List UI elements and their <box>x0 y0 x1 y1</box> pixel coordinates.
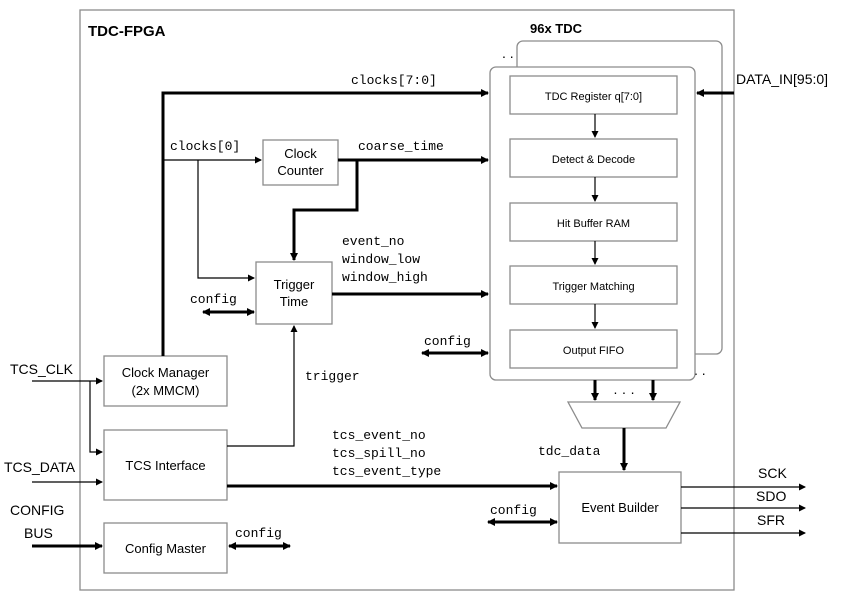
tdc-stage-hit-buffer-label: Hit Buffer RAM <box>557 218 630 230</box>
tdc-stage-output-fifo: Output FIFO <box>509 329 678 369</box>
event-builder-block: Event Builder <box>558 471 682 544</box>
tdc-config-label: config <box>424 334 471 349</box>
config-bus-label-2: BUS <box>24 525 53 541</box>
data-in-label: DATA_IN[95:0] <box>736 71 828 87</box>
tdc-stage-register: TDC Register q[7:0] <box>509 75 678 115</box>
clock-counter-label-2: Counter <box>277 163 324 178</box>
tcs-output-spill-no: tcs_spill_no <box>332 446 426 461</box>
tcs-output-event-no: tcs_event_no <box>332 428 426 443</box>
tdc-stage-register-label: TDC Register q[7:0] <box>545 91 642 103</box>
output-mux <box>566 401 682 429</box>
coarse-time-to-trigger-wire <box>290 160 359 261</box>
tdc-stage-detect-label: Detect & Decode <box>552 154 635 166</box>
event-builder-label: Event Builder <box>581 500 659 515</box>
trigger-output-event-no: event_no <box>342 234 404 249</box>
trigger-time-block: Trigger Time <box>255 261 333 325</box>
trigger-time-label-2: Time <box>280 294 308 309</box>
trigger-wire <box>227 325 298 447</box>
tdc-data-label: tdc_data <box>538 444 601 459</box>
stack-dots-bottom: . . <box>694 362 706 378</box>
mux-dots: · · · <box>613 384 635 400</box>
clocks-bus-label: clocks[7:0] <box>351 73 437 88</box>
sck-label: SCK <box>758 465 787 481</box>
tdc-stage-trigger-matching: Trigger Matching <box>509 265 678 305</box>
clocks0-to-trigger-wire <box>197 160 255 282</box>
config-master-label: Config Master <box>125 541 207 556</box>
tcs-interface-block: TCS Interface <box>103 429 228 501</box>
tdc-stage-output-fifo-label: Output FIFO <box>563 345 625 357</box>
stack-dots-top: . . <box>502 45 514 61</box>
clock-counter-block: Clock Counter <box>262 139 339 186</box>
clock-manager-label-1: Clock Manager <box>122 365 210 380</box>
tcs-clk-to-tcs-wire <box>89 381 103 456</box>
event-builder-config-label: config <box>490 503 537 518</box>
tdc-stage-detect: Detect & Decode <box>509 138 678 178</box>
trigger-output-window-high: window_high <box>342 270 428 285</box>
trigger-config-label: config <box>190 292 237 307</box>
clock-manager-label-2: (2x MMCM) <box>132 383 200 398</box>
fpga-boundary <box>79 9 735 591</box>
tcs-data-label: TCS_DATA <box>4 459 76 475</box>
config-bus-label-1: CONFIG <box>10 502 64 518</box>
clocks0-label: clocks[0] <box>170 139 240 154</box>
sdo-label: SDO <box>756 488 786 504</box>
tdc-array-title: 96x TDC <box>530 21 583 36</box>
tcs-interface-label: TCS Interface <box>125 458 205 473</box>
config-master-config-label: config <box>235 526 282 541</box>
tdc-stage-trigger-matching-label: Trigger Matching <box>552 281 634 293</box>
coarse-time-label: coarse_time <box>358 139 444 154</box>
clock-counter-label-1: Clock <box>284 146 317 161</box>
clock-manager-block: Clock Manager (2x MMCM) <box>103 355 228 407</box>
trigger-time-label-1: Trigger <box>274 277 315 292</box>
fpga-title: TDC-FPGA <box>88 23 166 40</box>
tcs-clk-label: TCS_CLK <box>10 361 74 377</box>
config-master-block: Config Master <box>103 522 228 574</box>
trigger-output-window-low: window_low <box>342 252 420 267</box>
tcs-output-event-type: tcs_event_type <box>332 464 441 479</box>
sfr-label: SFR <box>757 512 785 528</box>
tdc-stage-hit-buffer: Hit Buffer RAM <box>509 202 678 242</box>
clocks-bus-wire <box>161 89 489 356</box>
trigger-label: trigger <box>305 369 360 384</box>
